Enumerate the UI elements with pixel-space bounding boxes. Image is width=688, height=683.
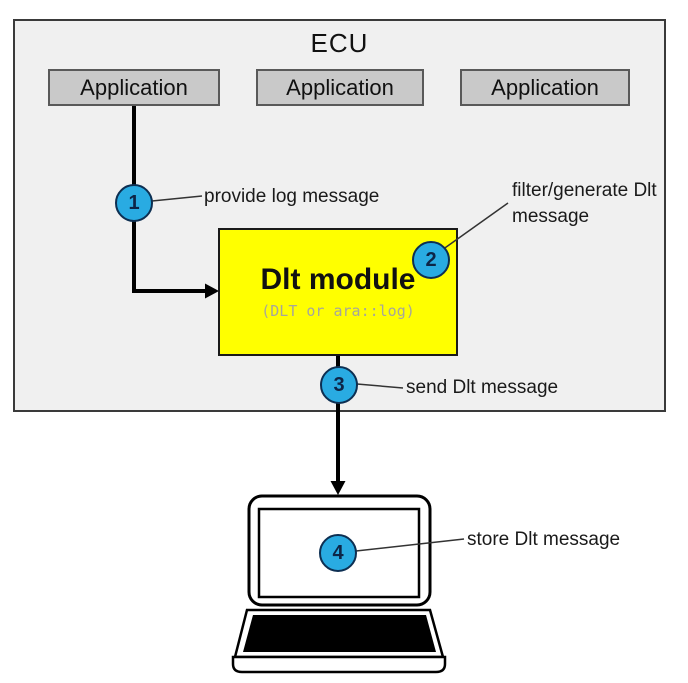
application-label: Application (286, 74, 394, 100)
step-badge-4: 4 (319, 534, 357, 572)
step-label-send-dlt-message: send Dlt message (406, 377, 559, 398)
step-number: 4 (332, 541, 344, 564)
step-badge-1: 1 (115, 184, 153, 222)
leader-line-step2 (441, 202, 509, 251)
step-number: 2 (425, 248, 437, 271)
dlt-module-title: Dlt module (260, 263, 416, 296)
application-label: Application (491, 74, 599, 100)
application-label: Application (80, 74, 188, 100)
application-box-1: Application (48, 69, 220, 106)
step-label-provide-log-message: provide log message (204, 186, 380, 207)
application-box-2: Application (256, 69, 424, 106)
step-number: 1 (128, 191, 140, 214)
dlt-module-subtitle: (DLT or ara::log) (261, 302, 415, 320)
laptop-bottom-bar (231, 655, 447, 674)
application-box-3: Application (460, 69, 630, 106)
ecu-title: ECU (310, 28, 369, 58)
app-to-dlt-arrow-line (132, 106, 206, 293)
step-badge-3: 3 (320, 366, 358, 404)
leader-line-step3 (356, 383, 404, 389)
dlt-module-box: Dlt module (DLT or ara::log) (218, 228, 458, 356)
laptop-keyboard (243, 615, 436, 652)
step-number: 3 (333, 373, 345, 396)
step-label-filter-generate-dlt-message: filter/generate Dlt message (512, 180, 657, 227)
step-badge-2: 2 (412, 241, 450, 279)
leader-line-step4 (355, 538, 465, 552)
app-to-dlt-arrowhead-icon (205, 283, 219, 299)
step-label-store-dlt-message: store Dlt message (467, 529, 621, 550)
dlt-to-laptop-arrowhead-icon (330, 481, 346, 495)
laptop-icon (231, 494, 447, 674)
leader-line-step1 (151, 195, 203, 202)
